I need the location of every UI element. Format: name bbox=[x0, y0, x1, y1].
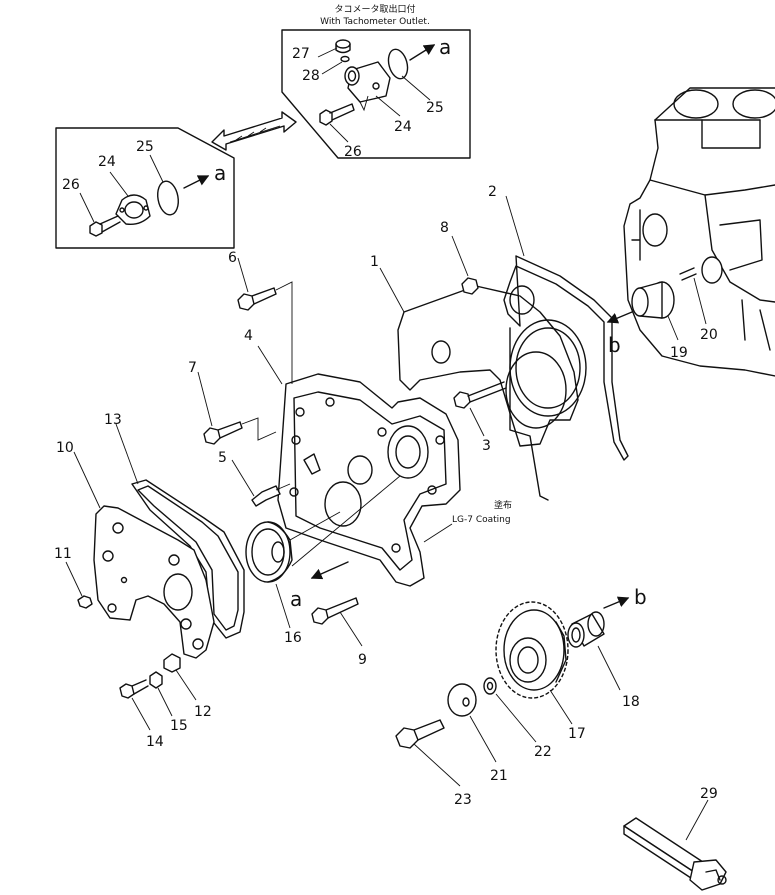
callout-22: 22 bbox=[534, 744, 552, 760]
callout-28: 28 bbox=[302, 68, 320, 84]
callout-21: 21 bbox=[490, 768, 508, 784]
gasket-2: 2 bbox=[488, 184, 629, 501]
gear-17: 17 bbox=[495, 601, 586, 742]
callout-2: 2 bbox=[488, 184, 497, 200]
tacho-cap-27 bbox=[335, 39, 351, 54]
cover-plate-10: 10 bbox=[56, 440, 215, 659]
tool-29: 29 bbox=[623, 786, 727, 891]
bolt-9: 9 bbox=[311, 597, 367, 668]
washer-22: 22 bbox=[483, 677, 552, 760]
bolt-3: 3 bbox=[453, 381, 507, 454]
tachometer-note-en: With Tachometer Outlet. bbox=[320, 17, 430, 27]
tacho-oring-25 bbox=[387, 48, 409, 80]
callout-15: 15 bbox=[170, 718, 188, 734]
dowel-pin-20 bbox=[679, 256, 723, 284]
tachometer-note-jp: タコメータ取出口付 bbox=[334, 3, 415, 15]
front-plate-1: 1 bbox=[370, 254, 579, 447]
callout-13: 13 bbox=[104, 412, 122, 428]
letter-a-seal: a bbox=[290, 587, 302, 611]
tacho-housing-24 bbox=[344, 61, 391, 112]
letter-a-standard: a bbox=[214, 161, 226, 185]
letter-b-engine: b bbox=[608, 333, 621, 357]
callout-16: 16 bbox=[284, 630, 302, 646]
callout-5: 5 bbox=[218, 450, 227, 466]
gear-case-4: 4 bbox=[244, 328, 461, 587]
callout-17: 17 bbox=[568, 726, 586, 742]
callout-14: 14 bbox=[146, 734, 164, 750]
letter-a-tacho: a bbox=[439, 35, 451, 59]
engine-block: b 19 20 bbox=[606, 87, 775, 377]
cam-gear-hub-19 bbox=[631, 281, 675, 319]
plate-21: 21 bbox=[447, 683, 508, 784]
callout-24-tacho: 24 bbox=[394, 119, 412, 135]
coating-note-en: LG-7 Coating bbox=[452, 515, 511, 525]
cover-plate-24 bbox=[115, 194, 151, 226]
tachometer-outlet-inset: タコメータ取出口付 With Tachometer Outlet. a bbox=[281, 3, 471, 160]
callout-25-tacho: 25 bbox=[426, 100, 444, 116]
washer-15: 15 bbox=[149, 671, 188, 734]
callout-26-tacho: 26 bbox=[344, 144, 362, 160]
callout-1: 1 bbox=[370, 254, 379, 270]
callout-9: 9 bbox=[358, 652, 367, 668]
callout-10: 10 bbox=[56, 440, 74, 456]
oil-seal-16: 16 bbox=[245, 475, 401, 646]
callout-27: 27 bbox=[292, 46, 310, 62]
callout-7: 7 bbox=[188, 360, 197, 376]
bolt-6: 6 bbox=[228, 250, 293, 384]
callout-4: 4 bbox=[244, 328, 253, 344]
tacho-bolt-26 bbox=[319, 103, 355, 126]
callout-24-standard: 24 bbox=[98, 154, 116, 170]
callout-20: 20 bbox=[700, 327, 718, 343]
spacer-12: 12 bbox=[163, 653, 212, 720]
dowel-pin-5: 5 bbox=[218, 450, 291, 507]
bolt-23: 23 bbox=[395, 719, 472, 808]
bolt-14: 14 bbox=[119, 679, 164, 750]
callout-23: 23 bbox=[454, 792, 472, 808]
standard-cover-inset: a 24 25 26 bbox=[55, 127, 235, 249]
callout-25-standard: 25 bbox=[136, 139, 154, 155]
bushing-18: b 18 bbox=[567, 585, 647, 710]
tacho-ring-28 bbox=[340, 55, 350, 63]
nut-11: 11 bbox=[54, 546, 93, 609]
callout-18: 18 bbox=[622, 694, 640, 710]
bolt-7: 7 bbox=[188, 360, 277, 445]
cover-bolt-26 bbox=[89, 215, 121, 237]
callout-8: 8 bbox=[440, 220, 449, 236]
coating-note-jp: 塗布 bbox=[494, 499, 512, 511]
alternative-double-arrow bbox=[211, 111, 297, 151]
callout-26-standard: 26 bbox=[62, 177, 80, 193]
callout-12: 12 bbox=[194, 704, 212, 720]
gasket-13: 13 bbox=[104, 412, 245, 639]
cover-oring-25 bbox=[157, 180, 179, 216]
callout-6: 6 bbox=[228, 250, 237, 266]
callout-11: 11 bbox=[54, 546, 72, 562]
callout-29: 29 bbox=[700, 786, 718, 802]
callout-19: 19 bbox=[670, 345, 688, 361]
letter-b-gear: b bbox=[634, 585, 647, 609]
callout-3: 3 bbox=[482, 438, 491, 454]
nut-8: 8 bbox=[440, 220, 479, 295]
